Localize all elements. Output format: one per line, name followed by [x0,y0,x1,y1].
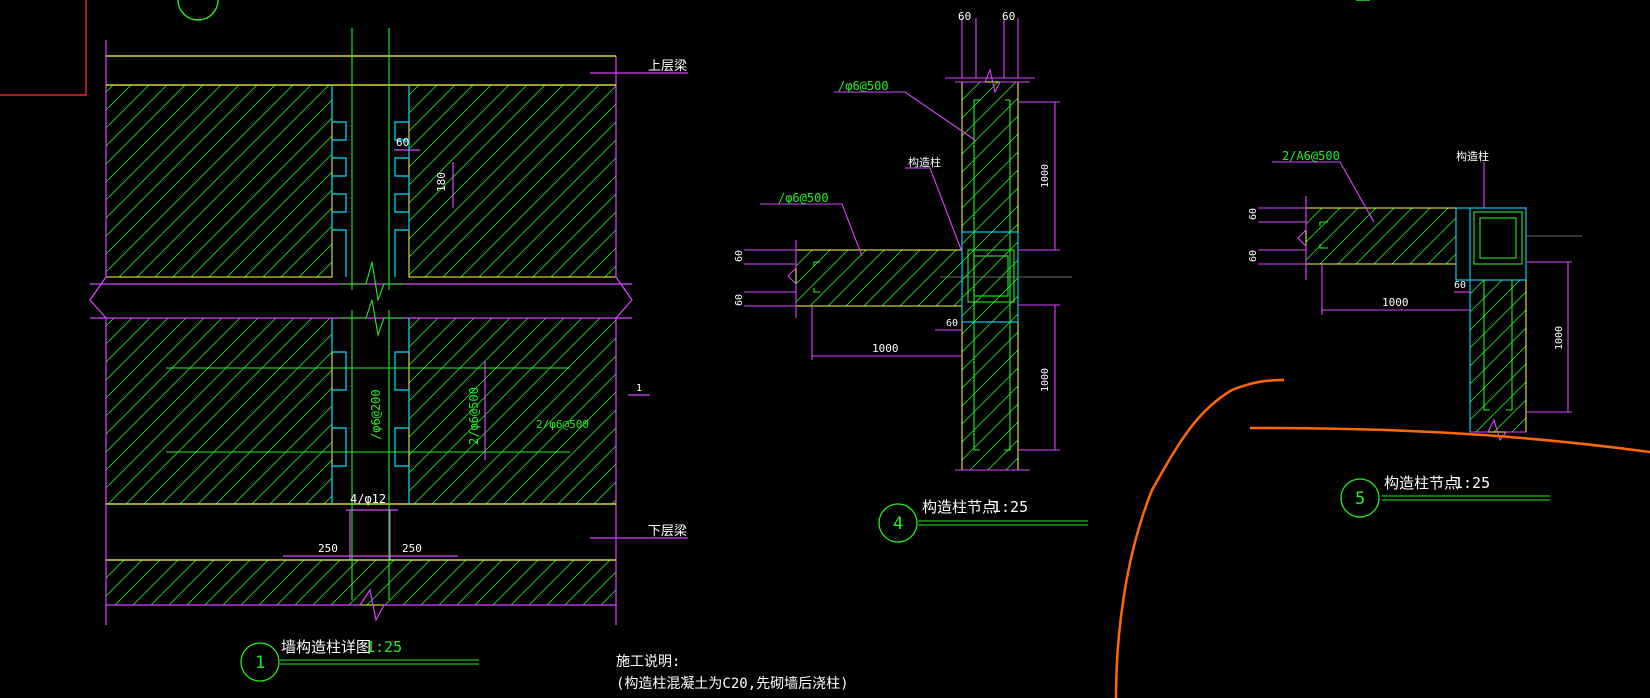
d4-horizontal-rebar-top [813,261,820,266]
d4-leader-left [760,203,863,257]
detail-5-number: 5 [1355,489,1365,509]
d5-dim-60: 60 [1454,280,1466,291]
d4-rebar-vertical-right [1004,99,1011,451]
d5-column-stirrup [1473,211,1523,265]
d4-column-stirrup [967,249,1015,303]
d5-dim-vert-1000: 1000 [1554,326,1565,350]
notes-heading: 施工说明: [616,654,680,670]
dim-180-label: 180 [435,172,448,192]
d5-column-outline [1455,207,1527,281]
detail-4-number-circle [878,503,918,543]
d4-dim-horiz-1000: 1000 [872,342,899,355]
d5-vertical-wall-hatch [1469,279,1527,433]
column-edge-right-bottom [394,318,410,504]
construction-notes: 施工说明: (构造柱混凝土为C20,先砌墙后浇柱) [616,654,849,692]
d4-leader-upper [834,91,976,141]
lower-beam-label: 下层梁 [648,524,687,539]
d5-dim-left-top: 60 [1248,208,1259,220]
d5-horizontal-wall-hatch [1305,207,1457,265]
d5-column-label: 构造柱 [1456,149,1489,163]
notes-body: (构造柱混凝土为C20,先砌墙后浇柱) [616,676,849,692]
detail-4-number: 4 [893,514,903,534]
detail-5-corner: 2/A6@500 构造柱 60 60 60 1000 1000 5 构造柱节点 … [1248,149,1582,518]
dim-250-right-label: 250 [402,542,422,555]
orange-curve-right [1249,426,1650,454]
right-boundary [615,56,633,625]
d4-column-label: 构造柱 [908,155,941,169]
detail-4-title: 构造柱节点 [922,498,997,516]
masonry-block-bottom-left [105,317,333,505]
d5-tie-label: 2/A6@500 [1282,149,1340,163]
bottom-break [106,588,616,622]
d4-tie-upper-label: /φ6@500 [838,79,889,93]
column-break-bottom [340,299,404,338]
stirrup-label: /φ6@200 [369,389,383,440]
detail-1-number: 1 [255,653,265,673]
column-edge-left-bottom [331,318,347,504]
main-bars-label: 4/φ12 [350,492,386,506]
d4-left-break [787,240,797,318]
d4-tie-left-label: /φ6@500 [778,191,829,205]
detail-1-number-circle [240,642,280,682]
d4-top-break [955,68,1030,94]
upper-beam-label: 上层梁 [648,59,687,74]
detail-5-title: 构造柱节点 [1384,474,1459,492]
column-break-top [340,261,404,303]
left-boundary-top [89,40,107,319]
dim-250-left-label: 250 [318,542,338,555]
detail-1-title: 墙构造柱详图 [281,638,371,656]
section-mark-label: 1 [636,383,642,394]
orange-curves [1114,378,1650,698]
d4-horizontal-rebar-bottom [813,288,820,293]
d4-dim-vert-bottom-1000: 1000 [1040,368,1051,392]
d5-horizontal-rebar-top [1319,221,1328,226]
top-circle-fragment [177,0,219,21]
d5-dim-horiz-1000: 1000 [1382,296,1409,309]
tie-bars-label: 2/φ6@500 [536,418,589,431]
d5-dim-left-bottom: 60 [1248,250,1259,262]
d4-leader-column [905,167,963,253]
masonry-block-top-left [105,84,333,278]
column-edge-right-top [394,85,410,277]
d4-horizontal-wall-hatch [795,249,963,307]
detail-4-t-joint: 60 60 /φ6@500 构造柱 /φ6@500 60 60 1000 60 … [734,10,1088,543]
detail-1-scale: 1:25 [366,638,402,656]
detail-5-scale: 1:25 [1454,474,1490,492]
d4-dim-vert-top-1000: 1000 [1040,164,1051,188]
d5-leader-tie [1272,161,1375,223]
d4-dim-top-right: 60 [1002,10,1015,23]
d4-dim-top-left: 60 [958,10,971,23]
d5-vertical-rebar-left [1483,280,1490,411]
d4-dim-left-top: 60 [734,250,745,262]
d4-dim-left-bottom: 60 [734,294,745,306]
d5-bottom-break [1470,418,1526,442]
lower-beam-hatch [105,559,617,606]
masonry-block-bottom-right [408,317,617,505]
dim-60-label: 60 [396,136,409,149]
detail-1-wall-column: 上层梁 下层梁 60 180 /φ6@200 2/φ6@500 2/φ6@500… [89,28,688,682]
column-edge-left-top [331,85,347,277]
detail-4-scale: 1:25 [992,498,1028,516]
d5-left-break [1297,196,1307,280]
d5-column-stirrup-inner [1479,217,1517,259]
tie-col-label: 2/φ6@500 [467,387,481,445]
d4-dim-mid-60: 60 [946,318,958,329]
detail-5-number-circle [1340,478,1380,518]
masonry-block-top-right [408,84,617,278]
d4-column-stirrup-inner [973,255,1009,297]
d5-horizontal-rebar-bottom [1319,244,1328,249]
d5-vertical-rebar-right [1506,280,1513,411]
orange-curve-left [1114,378,1285,698]
red-frame-fragment [0,0,87,96]
